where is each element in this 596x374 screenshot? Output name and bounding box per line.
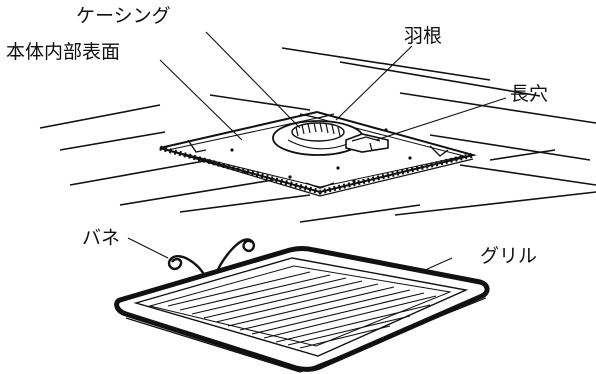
slot-bracket	[345, 133, 389, 153]
label-grille: グリル	[480, 245, 537, 267]
grille-louvers	[167, 271, 437, 349]
fan-opening	[272, 120, 364, 156]
fan-blades	[295, 122, 341, 137]
grille	[114, 246, 490, 373]
label-blade: 羽根	[404, 25, 442, 47]
label-casing: ケーシング	[76, 5, 171, 27]
label-body-inner-surface: 本体内部表面	[6, 41, 120, 63]
label-spring: バネ	[82, 227, 120, 249]
ceiling-grid	[39, 47, 596, 223]
label-slot: 長穴	[510, 83, 548, 105]
